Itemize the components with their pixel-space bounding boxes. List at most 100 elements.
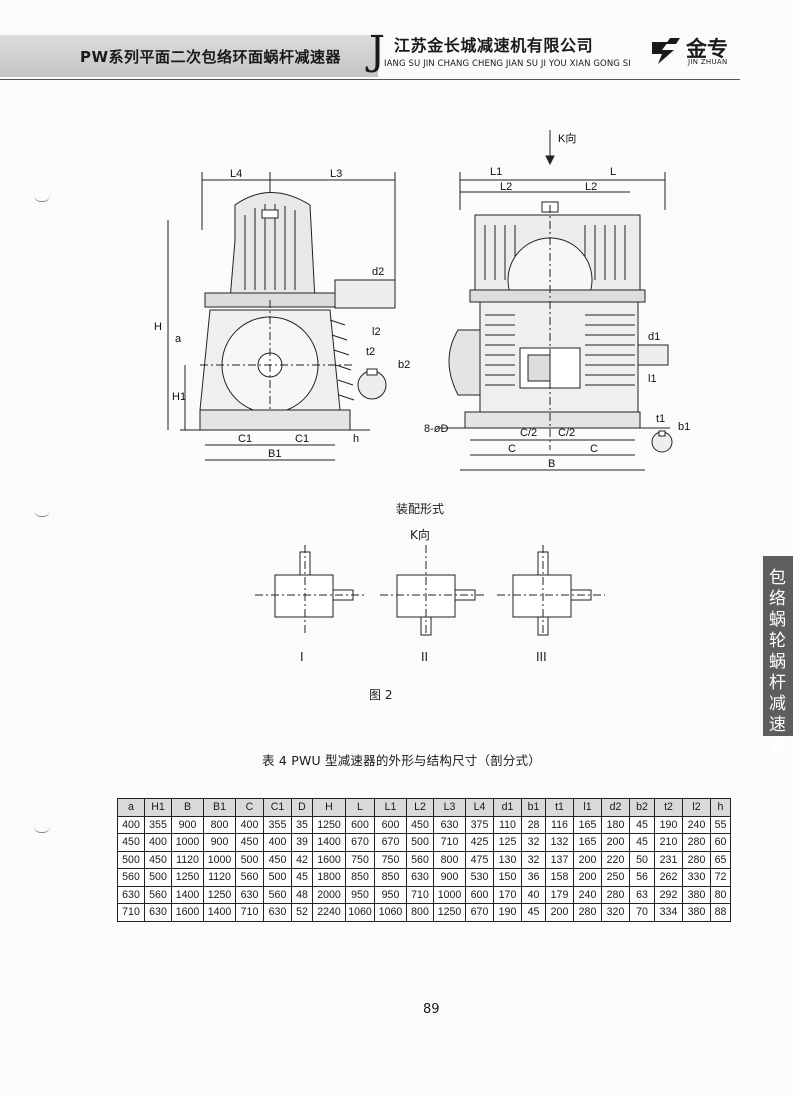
table-cell: 28: [521, 815, 546, 834]
table-cell: 1250: [171, 868, 204, 887]
table-cell: 670: [465, 903, 494, 922]
table-cell: 1400: [203, 903, 236, 922]
table-cell: 165: [573, 815, 602, 834]
table-cell: 165: [573, 833, 602, 852]
table-cell: 1120: [203, 868, 236, 887]
table-cell: 1060: [345, 903, 375, 922]
table-header-cell: d2: [601, 798, 630, 817]
table-cell: 450: [406, 815, 434, 834]
brand-name: 金专: [686, 37, 728, 61]
table-cell: 475: [465, 850, 494, 869]
table-cell: 710: [433, 833, 466, 852]
table-cell: 55: [710, 815, 731, 834]
table-cell: 240: [682, 815, 711, 834]
table-cell: 334: [654, 903, 683, 922]
page-number: 89: [423, 1002, 440, 1017]
assembly-forms-diagram: [255, 545, 605, 636]
table-cell: 630: [263, 903, 292, 922]
assembly-form-label-3: III: [536, 650, 547, 664]
table-header-cell: L1: [374, 798, 407, 817]
dim-label-L: L: [610, 166, 616, 178]
table-header-cell: L2: [406, 798, 434, 817]
dim-label-l2: l2: [372, 326, 381, 338]
table-cell: 320: [601, 903, 630, 922]
table-cell: 800: [203, 815, 236, 834]
table-cell: 950: [345, 885, 375, 904]
table-cell: 180: [601, 815, 630, 834]
table-header-cell: d1: [493, 798, 522, 817]
table-cell: 42: [291, 850, 313, 869]
table-cell: 190: [493, 903, 522, 922]
table-cell: 560: [406, 850, 434, 869]
table-cell: 280: [682, 850, 711, 869]
table-cell: 900: [433, 868, 466, 887]
dim-label-C-half-right: C/2: [558, 427, 575, 439]
table-cell: 35: [291, 815, 313, 834]
table-header-cell: l1: [573, 798, 602, 817]
table-header-cell: L: [345, 798, 375, 817]
table-cell: 110: [493, 815, 522, 834]
table-cell: 2240: [312, 903, 346, 922]
table-cell: 750: [374, 850, 407, 869]
table-cell: 48: [291, 885, 313, 904]
table-cell: 600: [465, 885, 494, 904]
side-view: [167, 172, 396, 461]
table-cell: 450: [117, 833, 145, 852]
table-cell: 292: [654, 885, 683, 904]
table-cell: 400: [117, 815, 145, 834]
table-cell: 2000: [312, 885, 346, 904]
table-cell: 1400: [312, 833, 346, 852]
table-cell: 950: [374, 885, 407, 904]
table-cell: 32: [521, 833, 546, 852]
dim-label-d2: d2: [372, 266, 384, 278]
dim-label-t2: t2: [366, 346, 375, 358]
company-name: 江苏金长城减速机有限公司: [394, 36, 594, 55]
table-cell: 400: [235, 815, 264, 834]
dim-label-t1: t1: [656, 413, 665, 425]
table-cell: 125: [493, 833, 522, 852]
table-cell: 630: [235, 885, 264, 904]
dim-label-l1: l1: [648, 373, 657, 385]
dim-label-H1: H1: [172, 391, 186, 403]
table-cell: 220: [601, 850, 630, 869]
table-cell: 36: [521, 868, 546, 887]
table-cell: 850: [345, 868, 375, 887]
company-pinyin: IANG SU JIN CHANG CHENG JIAN SU JI YOU X…: [384, 59, 631, 69]
table-cell: 137: [545, 850, 574, 869]
binder-hole-mark: [34, 826, 50, 833]
table-cell: 210: [654, 833, 683, 852]
table-header-cell: C: [235, 798, 264, 817]
table-cell: 280: [573, 903, 602, 922]
table-cell: 65: [710, 850, 731, 869]
dim-label-L2-left: L2: [500, 181, 512, 193]
table-cell: 710: [117, 903, 145, 922]
side-tab: 包络蜗轮蜗杆减速器: [763, 556, 793, 756]
table-cell: 1250: [312, 815, 346, 834]
table-cell: 500: [235, 850, 264, 869]
table-cell: 88: [710, 903, 731, 922]
figure-label: 图 2: [369, 688, 393, 702]
table-cell: 600: [345, 815, 375, 834]
table-cell: 355: [263, 815, 292, 834]
dim-label-b1: b1: [678, 421, 690, 433]
table-cell: 190: [654, 815, 683, 834]
table-caption: 表 4 PWU 型减速器的外形与结构尺寸（剖分式）: [262, 753, 541, 768]
series-title: PW系列平面二次包络环面蜗杆减速器: [80, 48, 342, 66]
table-cell: 600: [374, 815, 407, 834]
table-cell: 1000: [433, 885, 466, 904]
table-cell: 355: [144, 815, 172, 834]
header-rule: [0, 79, 740, 80]
brand-name-en: JIN ZHUAN: [688, 58, 728, 66]
assembly-form-2: [380, 545, 485, 636]
company-j-letter: J: [369, 28, 386, 74]
table-cell: 132: [545, 833, 574, 852]
side-tab-text: 包络蜗轮蜗杆减速器: [769, 568, 786, 756]
table-header-cell: B: [171, 798, 204, 817]
table-cell: 380: [682, 885, 711, 904]
table-cell: 500: [406, 833, 434, 852]
table-cell: 116: [545, 815, 574, 834]
